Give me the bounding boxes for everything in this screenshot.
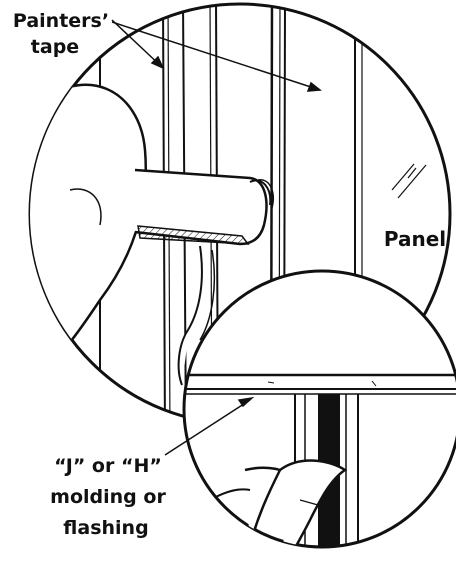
panel-label: Panel xyxy=(383,227,447,251)
molding-label-line3: flashing xyxy=(63,517,149,539)
large-magnified-view xyxy=(28,2,452,426)
arrow-tape-right xyxy=(306,81,322,92)
arrow-tape-left xyxy=(150,55,165,70)
leader-molding xyxy=(164,399,251,456)
painters-tape-label-line1: Painters’ xyxy=(12,10,110,32)
molding-label-line1: “J” or “H” xyxy=(54,455,162,477)
arrow-molding xyxy=(237,396,255,408)
painters-tape-label-line2: tape xyxy=(30,36,80,58)
callout-leaders xyxy=(111,19,322,456)
leader-tape-right xyxy=(111,21,321,91)
molding-label-line2: molding or xyxy=(50,486,166,508)
small-magnified-view xyxy=(182,269,456,549)
